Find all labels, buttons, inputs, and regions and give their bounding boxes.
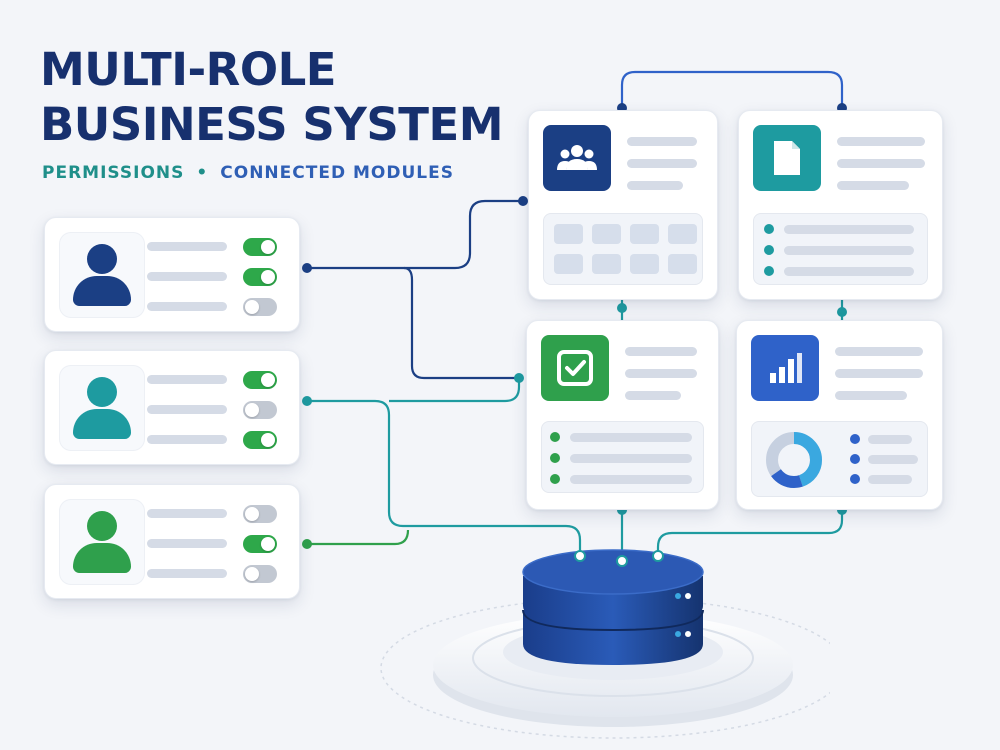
- node-dot: [518, 196, 528, 206]
- permission-toggle[interactable]: [243, 371, 277, 389]
- module-card-users[interactable]: [528, 110, 718, 300]
- content-line: [627, 159, 697, 168]
- bar-chart-icon: [751, 335, 819, 401]
- permission-line: [147, 569, 227, 578]
- documents-list-panel: [753, 213, 928, 285]
- content-line: [627, 181, 683, 190]
- title-line-1: MULTI-ROLE: [40, 43, 336, 96]
- checkbox-icon: [541, 335, 609, 401]
- subtitle-connected-modules: CONNECTED MODULES: [220, 163, 454, 183]
- user-avatar-icon: [59, 232, 145, 318]
- permission-line: [147, 405, 227, 414]
- subtitle-permissions: PERMISSIONS: [42, 163, 185, 183]
- permission-toggle[interactable]: [243, 535, 277, 553]
- permission-toggle[interactable]: [243, 401, 277, 419]
- node-dot: [837, 307, 847, 317]
- permission-toggle[interactable]: [243, 298, 277, 316]
- permission-line: [147, 242, 227, 251]
- permission-line: [147, 539, 227, 548]
- permission-toggle[interactable]: [243, 565, 277, 583]
- content-line: [837, 137, 925, 146]
- permission-line: [147, 435, 227, 444]
- content-line: [627, 137, 697, 146]
- node-dot: [514, 373, 524, 383]
- database-icon: [380, 549, 830, 739]
- node-dot: [617, 303, 627, 313]
- content-line: [837, 159, 925, 168]
- users-grid-panel: [543, 213, 703, 285]
- permission-toggle[interactable]: [243, 431, 277, 449]
- tasks-list-panel: [541, 421, 704, 493]
- subtitle: PERMISSIONS • CONNECTED MODULES: [42, 163, 454, 183]
- permission-line: [147, 509, 227, 518]
- module-card-tasks[interactable]: [526, 320, 719, 510]
- permission-line: [147, 302, 227, 311]
- permission-toggle[interactable]: [243, 238, 277, 256]
- wire-green: [307, 529, 410, 546]
- role-card-green[interactable]: [44, 484, 300, 599]
- module-card-documents[interactable]: [738, 110, 943, 300]
- title-line-2: BUSINESS SYSTEM: [40, 98, 503, 151]
- wire-teal-b: [389, 378, 521, 403]
- content-line: [835, 369, 923, 378]
- content-line: [835, 391, 907, 400]
- donut-chart-icon: [766, 432, 822, 488]
- role-card-navy[interactable]: [44, 217, 300, 332]
- node-dot: [302, 539, 312, 549]
- analytics-panel: [751, 421, 928, 497]
- user-avatar-icon: [59, 499, 145, 585]
- content-line: [625, 347, 697, 356]
- wire-navy-a: [307, 199, 523, 270]
- content-line: [625, 369, 697, 378]
- permission-toggle[interactable]: [243, 505, 277, 523]
- content-line: [837, 181, 909, 190]
- wire-top-bridge: [620, 70, 844, 108]
- content-line: [625, 391, 681, 400]
- module-card-analytics[interactable]: [736, 320, 943, 510]
- node-dot: [302, 263, 312, 273]
- node-dot: [302, 396, 312, 406]
- document-icon: [753, 125, 821, 191]
- content-line: [835, 347, 923, 356]
- wire-navy-b: [403, 266, 519, 380]
- permission-line: [147, 375, 227, 384]
- users-icon: [543, 125, 611, 191]
- wire-right: [656, 510, 844, 561]
- role-card-teal[interactable]: [44, 350, 300, 465]
- wire-teal-a: [307, 399, 582, 556]
- user-avatar-icon: [59, 365, 145, 451]
- permission-toggle[interactable]: [243, 268, 277, 286]
- permission-line: [147, 272, 227, 281]
- subtitle-separator: •: [196, 163, 209, 183]
- page-title: MULTI-ROLE BUSINESS SYSTEM: [40, 42, 503, 152]
